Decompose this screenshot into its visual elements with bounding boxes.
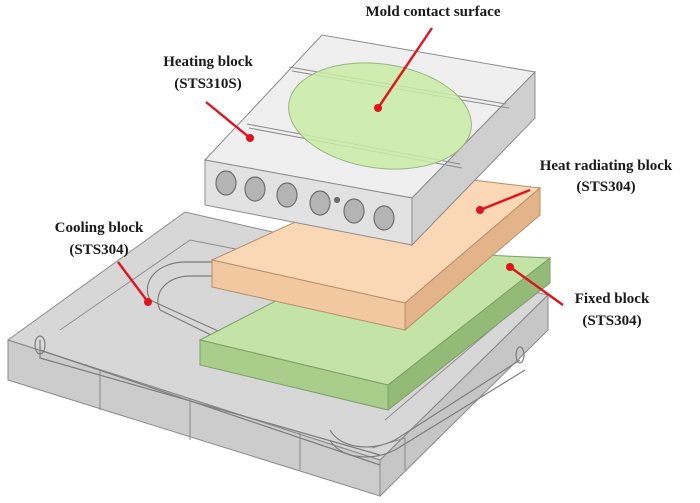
label-heat-radiating-block-material: (STS304) <box>576 179 635 195</box>
heater-holes <box>215 170 395 231</box>
leader-cooling <box>117 261 149 303</box>
leader-lines <box>117 27 564 306</box>
mold-contact-surface <box>288 62 472 170</box>
leader-fixed <box>509 266 564 306</box>
cooling-block-slots <box>99 370 406 470</box>
heating-block <box>204 34 537 247</box>
leader-dot-cooling <box>144 298 152 306</box>
label-cooling-block: Cooling block <box>55 220 144 236</box>
label-heating-block-material: (STS310S) <box>174 76 242 92</box>
leader-dot-fixed <box>506 263 514 271</box>
label-heating-block: Heating block <box>163 54 253 70</box>
heating-block-side <box>411 70 536 247</box>
fixed-block-side <box>387 256 551 412</box>
leader-mold-contact <box>377 27 433 109</box>
leader-dot-heating <box>246 134 254 142</box>
label-fixed-block: Fixed block <box>575 291 650 307</box>
leader-dot-radiating <box>476 206 484 214</box>
label-mold-contact-surface: Mold contact surface <box>366 4 501 20</box>
labels: Mold contact surface Heating block (STS3… <box>55 4 673 329</box>
heat-radiating-block-side <box>404 186 541 332</box>
label-cooling-block-material: (STS304) <box>69 242 128 258</box>
label-fixed-block-material: (STS304) <box>582 313 641 329</box>
leader-radiating <box>479 188 531 212</box>
leader-dot-mold-contact <box>374 104 382 112</box>
label-heat-radiating-block: Heat radiating block <box>540 158 673 174</box>
leader-heating <box>205 101 251 139</box>
